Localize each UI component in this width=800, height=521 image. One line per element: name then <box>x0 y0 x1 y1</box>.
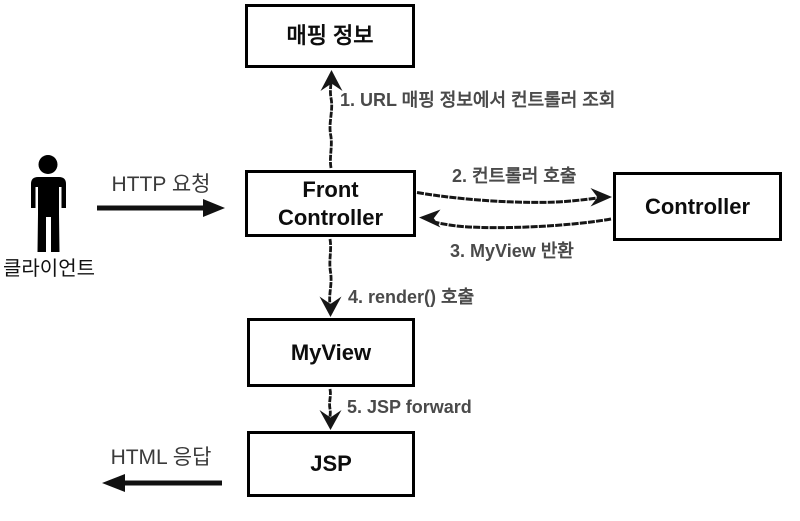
node-mapping-info-label: 매핑 정보 <box>286 23 374 49</box>
node-jsp-label: JSP <box>310 451 352 477</box>
step3-label: 3. MyView 반환 <box>450 241 574 261</box>
node-mapping-info: 매핑 정보 <box>245 4 415 68</box>
node-controller: Controller <box>613 172 782 241</box>
node-front-controller-label-line1: Front <box>302 177 359 202</box>
node-myview: MyView <box>247 318 415 387</box>
html-response-arrow <box>102 474 222 492</box>
step1-label: 1. URL 매핑 정보에서 컨트롤러 조회 <box>340 90 616 110</box>
step2-label: 2. 컨트롤러 호출 <box>452 166 577 186</box>
step4-arrow <box>319 238 342 317</box>
http-request-arrow <box>97 199 225 217</box>
step5-arrow <box>319 388 342 430</box>
step5-label: 5. JSP forward <box>347 397 472 417</box>
person-icon <box>31 155 66 252</box>
node-myview-label: MyView <box>290 339 372 365</box>
step1-arrow <box>320 70 343 169</box>
node-front-controller: Front Controller <box>245 170 416 237</box>
client-actor-label: 클라이언트 <box>3 258 95 280</box>
http-request-label: HTTP 요청 <box>111 173 211 196</box>
node-controller-label: Controller <box>644 193 751 219</box>
step2-arrow <box>416 188 612 207</box>
node-jsp: JSP <box>247 431 415 497</box>
step4-label: 4. render() 호출 <box>348 287 475 307</box>
step3-arrow <box>419 209 612 230</box>
node-front-controller-label-line2: Controller <box>277 204 384 230</box>
html-response-label: HTML 응답 <box>110 446 212 469</box>
